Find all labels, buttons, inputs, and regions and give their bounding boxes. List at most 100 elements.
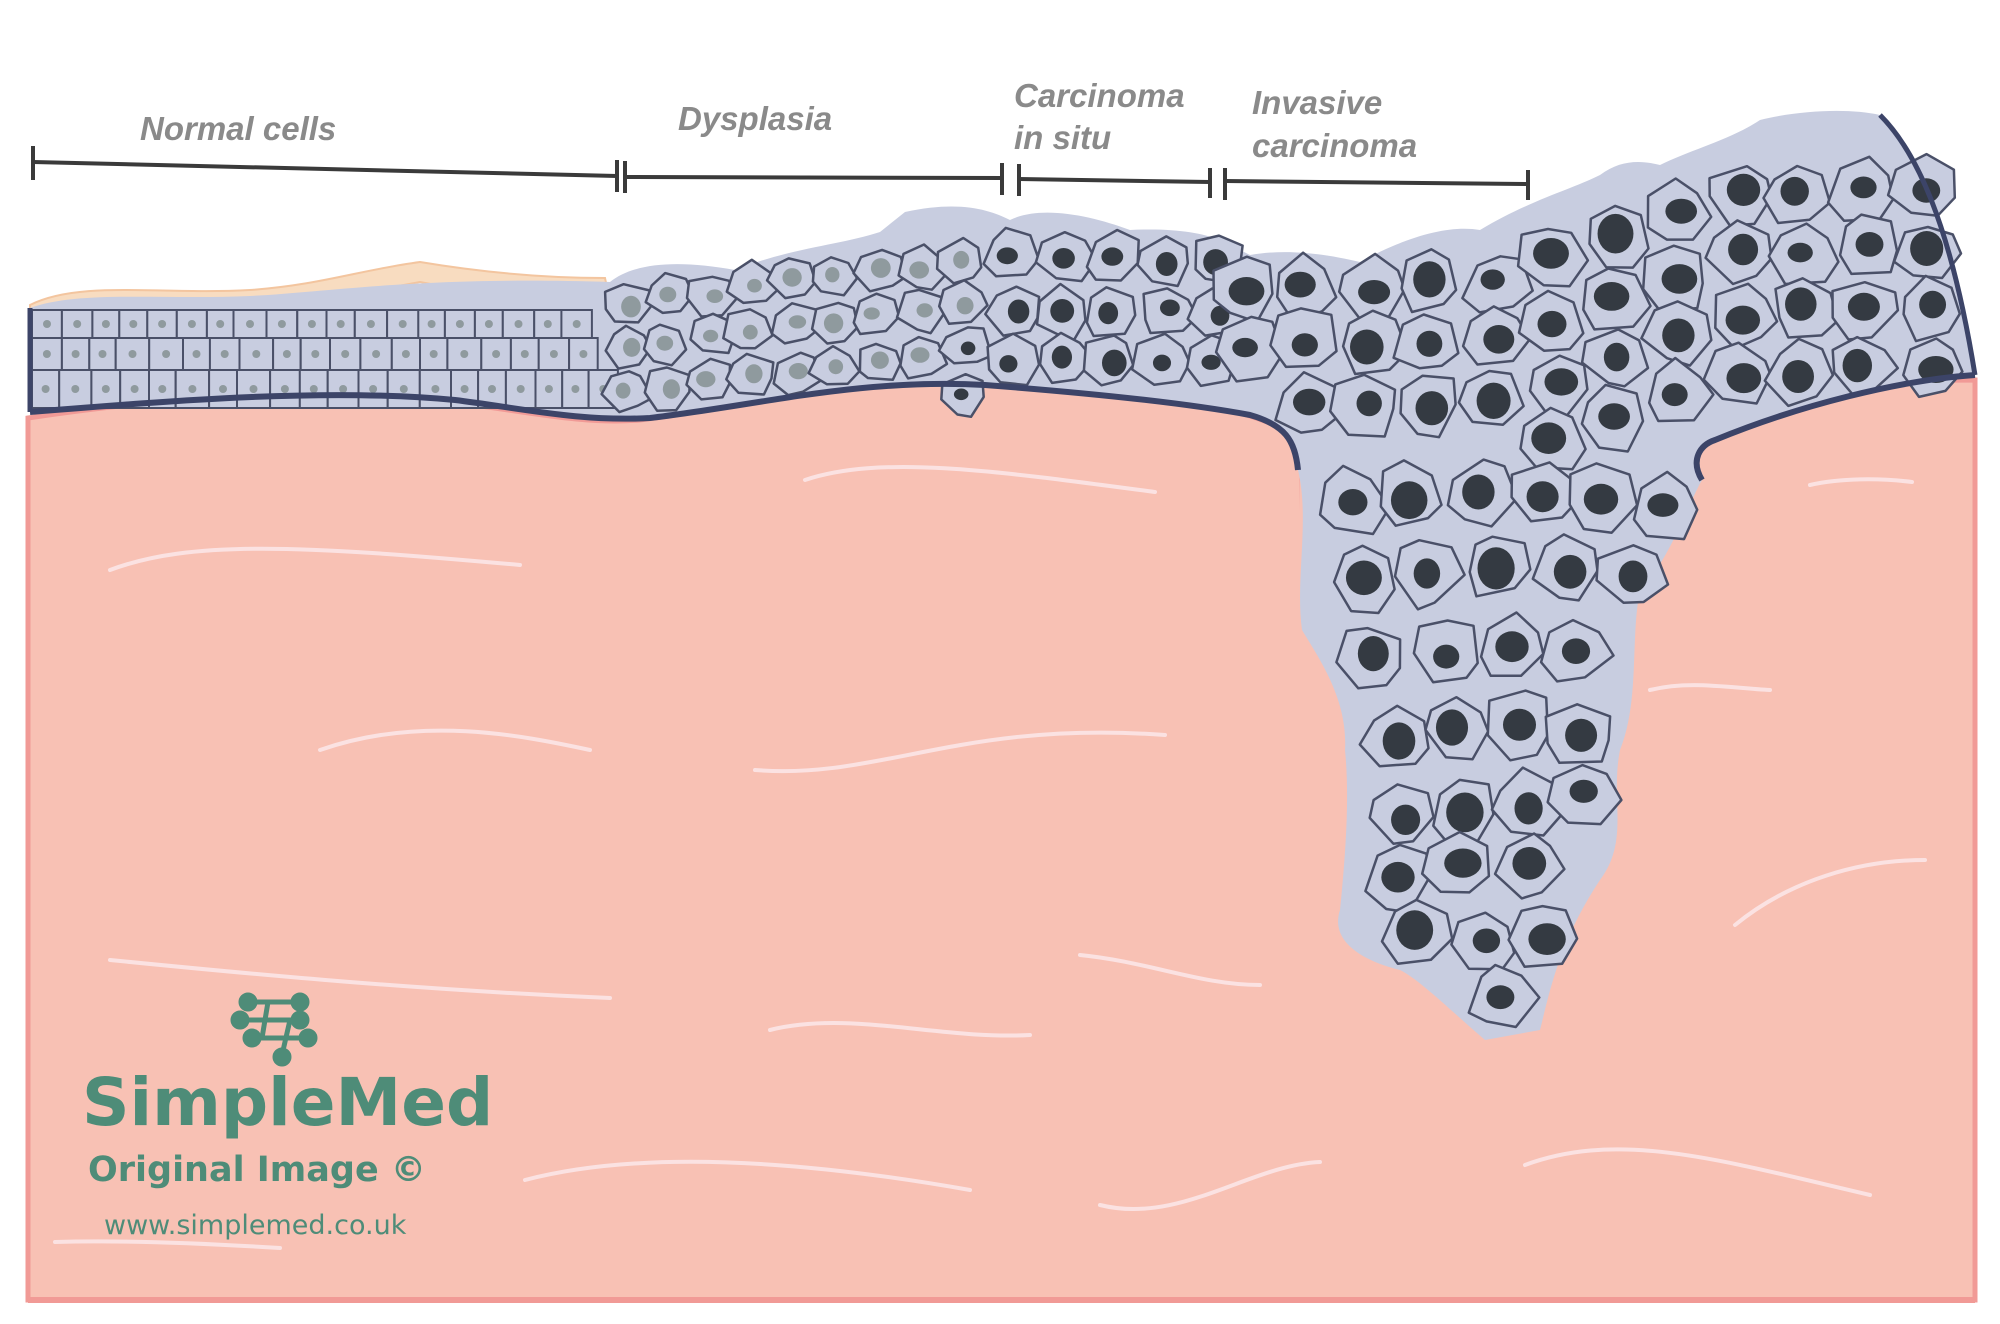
- stage-brackets: [31, 146, 1530, 200]
- nucleus: [1338, 489, 1368, 516]
- nucleus: [1415, 391, 1449, 426]
- nucleus: [1847, 292, 1880, 321]
- nucleus: [1435, 709, 1469, 746]
- normal-nucleus: [71, 350, 80, 358]
- nucleus: [1544, 368, 1579, 396]
- nucleus: [1293, 388, 1326, 416]
- normal-nucleus: [192, 350, 201, 358]
- nucleus: [1565, 718, 1598, 752]
- nucleus: [953, 388, 969, 401]
- normal-nucleus: [429, 350, 438, 358]
- nucleus: [1787, 242, 1813, 263]
- nucleus: [1345, 560, 1382, 596]
- basement-membrane: [29, 380, 1301, 471]
- epithelium: [27, 110, 1978, 1041]
- normal-nucleus: [579, 350, 588, 358]
- connective-fibres: [53, 465, 1927, 1250]
- normal-nucleus: [399, 385, 408, 393]
- nucleus: [1597, 213, 1634, 254]
- normal-nucleus: [398, 320, 407, 328]
- nucleus: [747, 278, 762, 293]
- nucleus: [1382, 722, 1416, 760]
- nucleus: [1358, 280, 1391, 305]
- nucleus: [1051, 345, 1073, 369]
- nucleus: [1416, 330, 1443, 357]
- normal-nucleus: [282, 350, 291, 358]
- nucleus: [1486, 985, 1515, 1010]
- nucleus: [1390, 481, 1428, 520]
- nucleus: [1569, 779, 1598, 803]
- nucleus: [953, 250, 970, 269]
- bracket-invasive-carcinoma: [1223, 168, 1530, 200]
- normal-nucleus: [520, 350, 529, 358]
- nucleus: [863, 307, 880, 320]
- nucleus: [702, 329, 719, 343]
- nucleus: [1618, 560, 1648, 593]
- normal-nucleus: [488, 385, 496, 393]
- nucleus: [1662, 318, 1695, 353]
- normal-nucleus: [249, 385, 258, 393]
- nucleus: [1782, 360, 1814, 393]
- normal-nucleus: [129, 320, 138, 328]
- epithelium-top-edge: [1878, 113, 1978, 376]
- watermark-subtitle: Original Image ©: [88, 1150, 426, 1190]
- normal-nucleus: [427, 320, 436, 328]
- nucleus: [1291, 333, 1318, 357]
- nucleus: [1098, 302, 1119, 325]
- normal-nucleus: [543, 320, 552, 328]
- nucleus: [1476, 382, 1511, 419]
- nucleus: [1919, 290, 1947, 319]
- normal-nucleus: [309, 385, 318, 393]
- normal-nucleus: [187, 320, 196, 328]
- nucleus: [1537, 310, 1567, 338]
- normal-nucleus: [43, 320, 51, 328]
- normal-nucleus: [101, 320, 110, 328]
- nucleus: [1528, 923, 1566, 955]
- nucleus: [1472, 928, 1501, 954]
- normal-nucleus: [188, 385, 197, 393]
- normal-nucleus: [549, 350, 558, 358]
- normal-nucleus: [431, 385, 440, 393]
- nucleus: [1531, 422, 1567, 455]
- normal-nucleus: [216, 320, 225, 328]
- nucleus: [662, 379, 680, 399]
- normal-nucleus: [42, 350, 51, 358]
- nucleus: [656, 335, 674, 351]
- nucleus: [1726, 363, 1762, 394]
- nucleus: [1101, 247, 1124, 266]
- nucleus: [1444, 848, 1482, 878]
- normal-nucleus: [516, 385, 525, 393]
- normal-nucleus: [369, 385, 378, 393]
- nucleus: [823, 313, 844, 334]
- normal-nucleus: [460, 350, 469, 358]
- nucleus: [1502, 708, 1537, 741]
- normal-nucleus: [101, 385, 110, 393]
- nucleus: [1514, 792, 1543, 825]
- label-invasive-carcinoma-line1: Invasive: [1252, 84, 1382, 121]
- nucleus: [742, 324, 758, 340]
- nucleus: [1665, 198, 1698, 224]
- nucleus: [1553, 554, 1587, 589]
- nucleus: [1413, 261, 1446, 298]
- nucleus: [1357, 636, 1389, 672]
- nucleus: [706, 289, 724, 304]
- nucleus: [1356, 390, 1382, 417]
- nucleus: [1850, 176, 1877, 199]
- nucleus: [1603, 342, 1630, 372]
- molecule-icon: [230, 992, 318, 1067]
- nucleus: [1561, 638, 1591, 664]
- nucleus: [745, 364, 763, 384]
- normal-nucleus: [336, 320, 345, 328]
- nucleus: [1593, 282, 1630, 311]
- normal-nucleus: [401, 350, 410, 358]
- nucleus: [870, 351, 889, 369]
- nucleus: [1152, 354, 1172, 372]
- nucleus: [788, 315, 807, 329]
- nucleus: [1396, 910, 1434, 950]
- nucleus: [870, 258, 891, 278]
- normal-nucleus: [339, 385, 348, 393]
- normal-nucleus: [514, 320, 523, 328]
- nucleus: [1433, 644, 1460, 669]
- normal-nucleus: [252, 350, 261, 358]
- normal-cells: [31, 309, 619, 409]
